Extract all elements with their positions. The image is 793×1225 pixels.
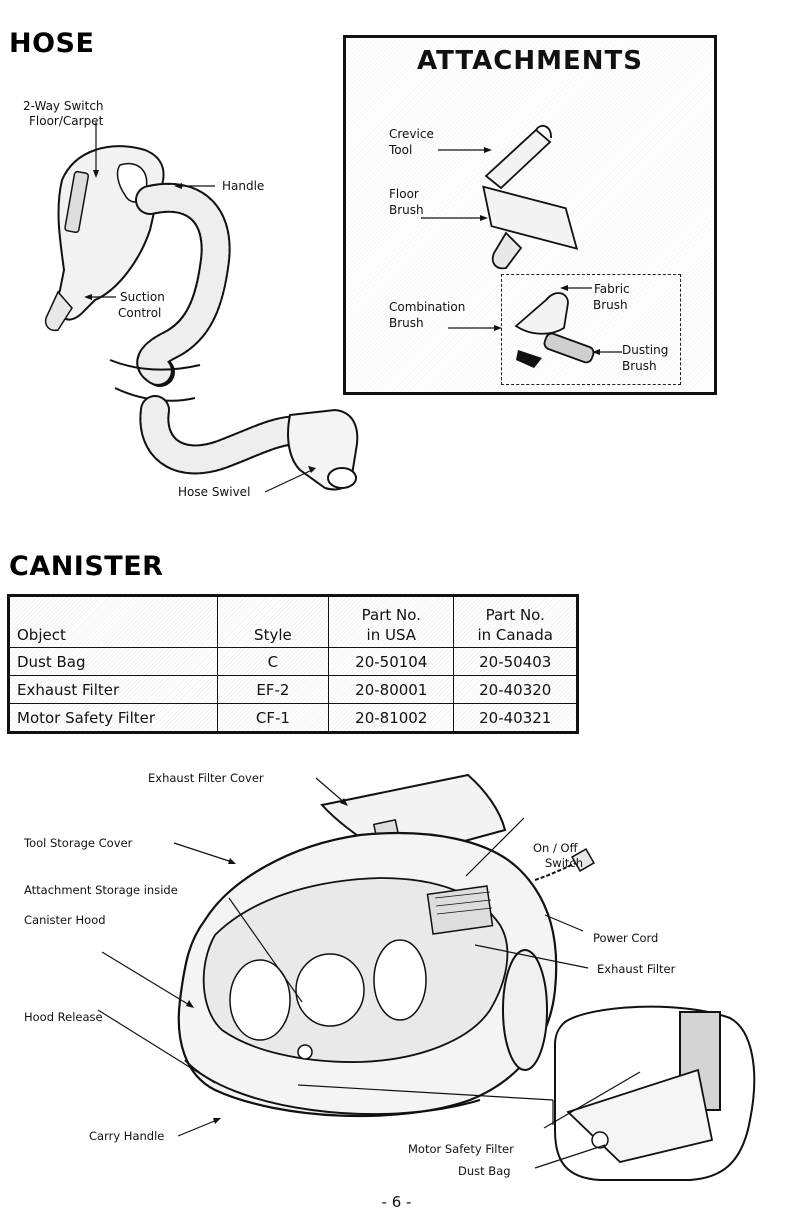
tool-storage-cover-label: Tool Storage Cover (24, 836, 133, 850)
floor-carpet-label: Floor/Carpet (29, 114, 104, 128)
cell-canada: 20-40320 (453, 675, 578, 704)
dust-bag-label: Dust Bag (458, 1164, 511, 1178)
cell-usa: 20-50104 (328, 647, 455, 676)
exhaust-filter-cover-label: Exhaust Filter Cover (148, 771, 264, 785)
header-style: Style (216, 595, 330, 648)
hose-heading: HOSE (9, 28, 95, 59)
floor-label: Floor (389, 187, 419, 201)
cell-object: Exhaust Filter (8, 675, 218, 704)
suction-label: Suction (120, 290, 165, 304)
canister-hood-label: Canister Hood (24, 913, 106, 927)
cell-style: CF-1 (216, 703, 330, 733)
brush-label: Brush (389, 203, 424, 217)
table-row: Exhaust Filter EF-2 20-80001 20-40320 (8, 675, 578, 704)
table-header-row: Object Style Part No.in USA Part No.in C… (8, 595, 578, 648)
carry-handle-label: Carry Handle (89, 1129, 165, 1143)
hose-swivel-label: Hose Swivel (178, 485, 251, 499)
cell-usa: 20-80001 (328, 675, 455, 704)
cell-canada: 20-40321 (453, 703, 578, 733)
switch-label: Switch (545, 856, 584, 870)
table-row: Motor Safety Filter CF-1 20-81002 20-403… (8, 703, 578, 733)
combination-brush-group (501, 274, 681, 385)
header-part-canada: Part No.in Canada (453, 595, 578, 648)
cell-object: Dust Bag (8, 647, 218, 676)
on-off-label: On / Off (533, 841, 578, 855)
handle-label: Handle (222, 179, 265, 193)
combination-brush-label: Brush (389, 316, 424, 330)
header-part-usa: Part No.in USA (328, 595, 455, 648)
fabric-brush-label: Brush (593, 298, 628, 312)
attachments-panel: ATTACHMENTS (343, 35, 717, 395)
dusting-brush-label: Brush (622, 359, 657, 373)
hood-release-label: Hood Release (24, 1010, 103, 1024)
canister-heading: CANISTER (9, 551, 164, 582)
crevice-label: Crevice (389, 127, 434, 141)
exhaust-filter-label: Exhaust Filter (597, 962, 676, 976)
tool-label: Tool (389, 143, 413, 157)
combination-label: Combination (389, 300, 466, 314)
page-number: - 6 - (381, 1193, 412, 1211)
cell-object: Motor Safety Filter (8, 703, 218, 733)
attachments-heading: ATTACHMENTS (417, 46, 643, 76)
cell-usa: 20-81002 (328, 703, 455, 733)
control-label: Control (118, 306, 162, 320)
parts-table: Object Style Part No.in USA Part No.in C… (7, 594, 579, 734)
two-way-switch-label: 2-Way Switch (23, 99, 104, 113)
fabric-label: Fabric (594, 282, 630, 296)
attachment-storage-label: Attachment Storage inside (24, 883, 178, 897)
attachments-drawing (421, 124, 622, 368)
dusting-label: Dusting (622, 343, 669, 357)
motor-safety-filter-label: Motor Safety Filter (408, 1142, 514, 1156)
power-cord-label: Power Cord (593, 931, 659, 945)
